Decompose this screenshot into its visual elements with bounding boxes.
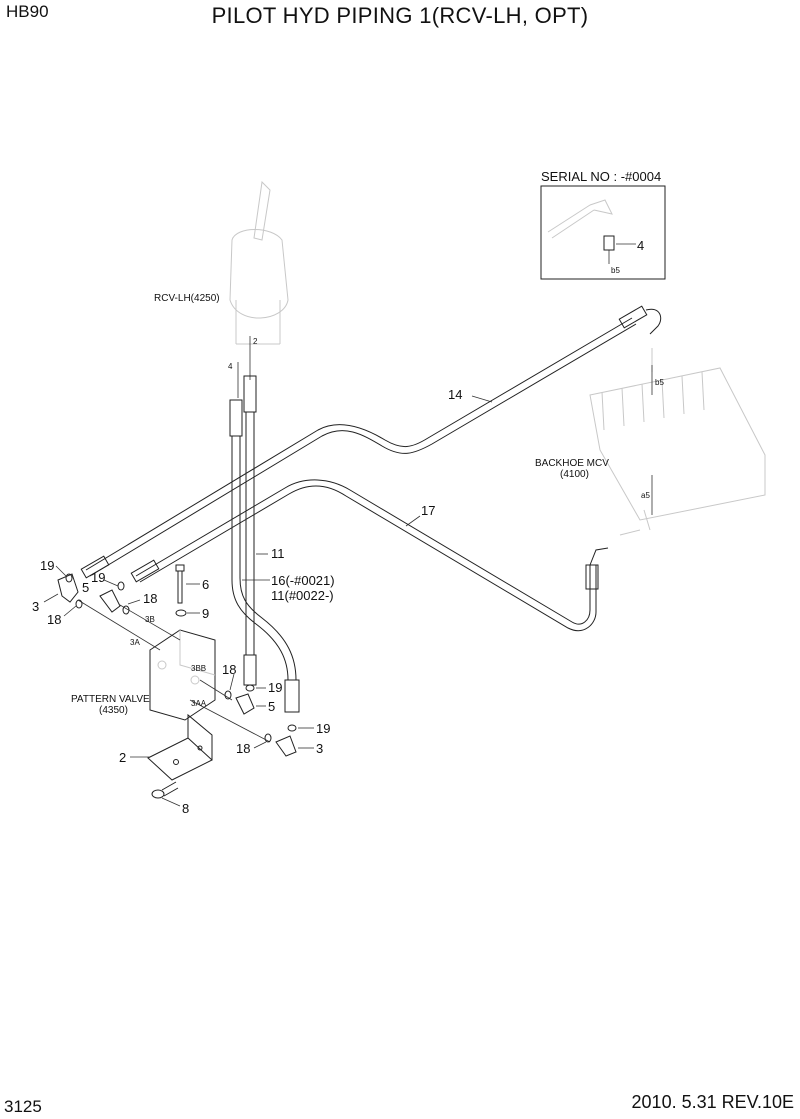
rcv-port-4: 4 <box>228 362 233 371</box>
serial-inset: SERIAL NO : -#0004 4 b5 <box>540 169 666 280</box>
pattern-valve <box>149 629 216 721</box>
part-label-3a: 3 <box>32 599 39 614</box>
inset-frame <box>540 185 666 280</box>
part-label-11: 11 <box>271 546 285 561</box>
page-number: 3125 <box>4 1097 42 1116</box>
pattern-valve-code: (4350) <box>99 705 128 716</box>
inset-port-b5: b5 <box>611 266 620 275</box>
port-3bb: 3BB <box>191 664 206 673</box>
part-label-6: 6 <box>202 577 209 592</box>
washer-9 <box>175 609 187 617</box>
port-3b: 3B <box>145 615 155 624</box>
part-label-19a: 19 <box>40 558 54 573</box>
inset-fitting <box>603 235 615 251</box>
part-label-8: 8 <box>182 801 189 816</box>
part-label-5a: 5 <box>82 580 89 595</box>
mcv-port-b5: b5 <box>655 378 664 387</box>
inset-serial-label: SERIAL NO : -#0004 <box>541 169 661 184</box>
part-label-11b: 11(#0022-) <box>271 588 334 603</box>
part-label-18d: 18 <box>236 741 250 756</box>
backhoe-mcv-label: BACKHOE MCV <box>535 458 609 469</box>
part-label-14: 14 <box>448 387 462 402</box>
hose-14 <box>80 305 662 579</box>
pattern-valve-label: PATTERN VALVE <box>71 694 150 705</box>
bracket-2 <box>147 713 213 781</box>
part-label-9: 9 <box>202 606 209 621</box>
model-name: HB90 <box>6 2 49 21</box>
backhoe-mcv-code: (4100) <box>560 469 589 480</box>
bolt-6 <box>175 564 185 604</box>
part-label-5b: 5 <box>268 699 275 714</box>
page-title: PILOT HYD PIPING 1(RCV-LH, OPT) <box>211 3 589 28</box>
inset-ghost-hose <box>547 199 613 239</box>
port-3aa: 3AA <box>191 699 207 708</box>
bolt-8 <box>151 781 179 799</box>
backhoe-mcv-ghost <box>589 348 766 536</box>
inset-part-4: 4 <box>637 238 644 253</box>
part-label-18c: 18 <box>222 662 236 677</box>
hose-11 <box>229 375 300 713</box>
part-label-17: 17 <box>421 503 435 518</box>
part-label-16: 16(-#0021) <box>271 573 335 588</box>
revision-date: 2010. 5.31 REV.10E <box>631 1092 794 1112</box>
part-label-2: 2 <box>119 750 126 765</box>
right-fittings <box>224 684 297 757</box>
mcv-port-a5: a5 <box>641 491 650 500</box>
part-label-19c: 19 <box>268 680 282 695</box>
left-fittings <box>57 573 130 615</box>
part-label-19d: 19 <box>316 721 330 736</box>
part-label-19b: 19 <box>91 570 105 585</box>
rcv-lh-ghost <box>229 180 289 398</box>
part-label-18b: 18 <box>143 591 157 606</box>
part-label-18a: 18 <box>47 612 61 627</box>
hose-17 <box>130 479 609 632</box>
port-3a: 3A <box>130 638 140 647</box>
rcv-port-2: 2 <box>253 337 258 346</box>
part-label-3b: 3 <box>316 741 323 756</box>
rcv-lh-label: RCV-LH(4250) <box>154 293 220 304</box>
